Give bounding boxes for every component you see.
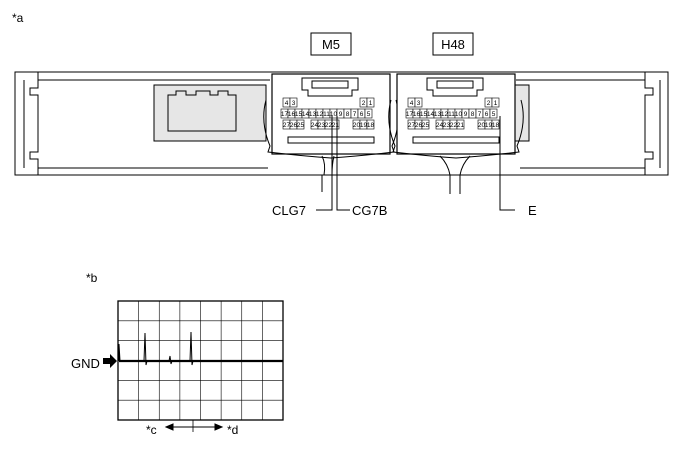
connector-m5-name-box: M5 [310,32,352,56]
pin-number: 10 [330,111,338,118]
pin-number: 19 [485,122,493,129]
pin-number: 21 [457,122,465,129]
pin-number: 5 [367,111,371,118]
label-d: *d [227,423,238,437]
pin-number: 6 [485,111,489,118]
pin-number: 14 [302,111,310,118]
pin-cell [456,119,465,130]
pin-number: 23 [443,122,451,129]
terminal-cg7b: CG7B [352,203,387,218]
pin-number: 7 [353,111,357,118]
wire-bundle-h48 [439,155,471,194]
terminal-clg7: CLG7 [272,203,306,218]
pin-number: 25 [297,122,305,129]
pin-number: 12 [316,111,324,118]
pin-number: 15 [420,111,428,118]
pin-cell [421,119,430,130]
pin-number: 4 [410,100,414,107]
pin-number: 18 [492,122,500,129]
pin-cell [489,108,498,119]
pin-number: 5 [492,111,496,118]
terminal-e: E [528,203,537,218]
gnd-arrow-icon [103,354,117,368]
pin-number: 22 [450,122,458,129]
pin-number: 10 [455,111,463,118]
pin-number: 4 [285,100,289,107]
pin-cell [364,108,373,119]
label-a: *a [12,11,24,25]
pin-cell [366,119,375,130]
pin-number: 19 [360,122,368,129]
waveform-spikes [118,331,194,366]
connector-h48-name-box: H48 [432,32,474,56]
leader-lines [316,116,515,211]
pin-number: 15 [295,111,303,118]
pin-number: 20 [478,122,486,129]
pin-number: 16 [413,111,421,118]
pin-number: 12 [441,111,449,118]
pin-number: 27 [408,122,416,129]
pin-number: 1 [494,100,498,107]
label-b: *b [86,271,98,285]
pin-number: 2 [487,100,491,107]
pin-cell [366,97,375,108]
pin-number: 9 [339,111,343,118]
pin-number: 24 [436,122,444,129]
pin-cell [491,119,500,130]
housing-left [153,84,267,142]
gnd-label: GND [71,356,100,371]
pin-number: 6 [360,111,364,118]
pin-number: 16 [288,111,296,118]
pin-number: 26 [290,122,298,129]
housing-right [514,84,530,142]
pin-number: 25 [422,122,430,129]
pin-cell [289,97,298,108]
pin-number: 18 [367,122,375,129]
pin-number: 3 [417,100,421,107]
pin-cell [296,119,305,130]
pin-number: 8 [346,111,350,118]
pin-number: 17 [281,111,289,118]
pin-number: 13 [434,111,442,118]
label-c: *c [146,423,157,437]
pin-number: 11 [448,111,455,118]
connector-h48-name: H48 [441,37,465,52]
pin-number: 23 [318,122,326,129]
connector-m5-name: M5 [322,37,340,52]
pin-number: 3 [292,100,296,107]
pin-number: 2 [362,100,366,107]
pin-number: 1 [369,100,373,107]
pin-number: 9 [464,111,468,118]
pin-cell [414,97,423,108]
pin-number: 20 [353,122,361,129]
pin-number: 14 [427,111,435,118]
pin-number: 11 [323,111,330,118]
oscilloscope-screen [117,300,284,421]
time-span-arrow-icon [164,420,224,432]
pin-number: 7 [478,111,482,118]
pin-cell [491,97,500,108]
pin-number: 27 [283,122,291,129]
pin-number: 22 [325,122,333,129]
pin-number: 17 [406,111,414,118]
pin-number: 21 [332,122,340,129]
pin-number: 26 [415,122,423,129]
pin-number: 24 [311,122,319,129]
pin-number: 13 [309,111,317,118]
pin-number: 8 [471,111,475,118]
